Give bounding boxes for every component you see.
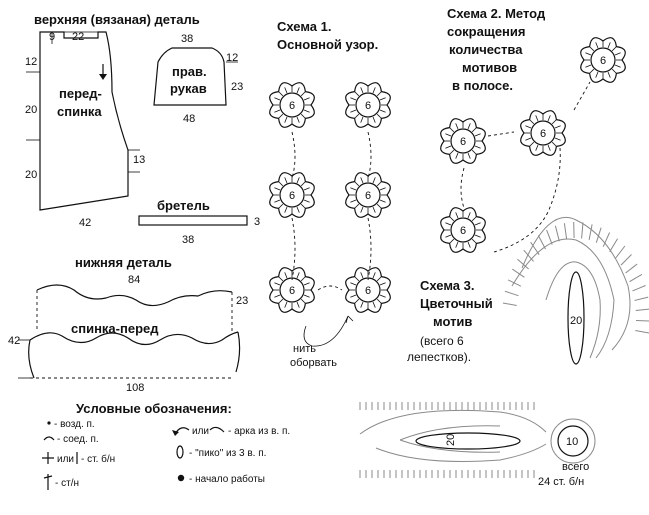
slip-stitch-symbol [43,436,55,441]
svg-text:6: 6 [365,285,371,297]
legend-arc: - арка из в. п. [228,426,290,437]
svg-text:6: 6 [365,190,371,202]
sleeve-pattern: 38 12 23 48 прав. рукав [153,33,243,125]
front-back-label-2: спинка [57,104,102,119]
strap-pattern: бретель 3 38 [138,198,260,246]
sleeve-dim-bottom: 48 [183,113,195,125]
scheme1-connections [291,131,372,347]
scheme3-note-1: (всего 6 [420,334,464,348]
scheme3-total-2: 24 ст. б/н [538,476,584,488]
strap-label: бретель [157,198,210,213]
dim-top-left: 9 [49,31,55,43]
picot-symbol [176,445,184,459]
svg-text:6: 6 [289,100,295,112]
flower-motif-diagram: 20 20 10 всего 24 ст. б/н [359,216,649,488]
svg-text:6: 6 [460,225,466,237]
strap-dim-bottom: 38 [182,234,194,246]
sleeve-dim-right-top: 12 [226,52,238,64]
scheme3-total-1: всего [562,461,589,473]
svg-text:6: 6 [365,100,371,112]
svg-text:6: 6 [460,136,466,148]
scheme2-title-5: в полосе. [452,78,513,93]
scheme3-note-2: лепестков). [407,350,471,364]
scheme2-title-3: количества [449,42,523,57]
scheme2-motif: 6 [440,118,486,164]
sleeve-label-1: прав. [172,64,207,79]
bottom-dim-top: 84 [128,274,140,286]
vertical-petal [567,271,585,365]
scheme3-title-3: мотив [433,314,472,329]
legend-picot: - "пико" из 3 в. п. [189,448,266,459]
cut-thread-arrow [303,315,354,347]
chain-stitch-symbol [47,421,51,425]
center-count: 10 [566,436,578,448]
scheme2-connections [460,81,591,253]
bottom-dim-left: 42 [8,335,20,347]
scheme2-title-2: сокращения [447,24,525,39]
scheme1-cut-note-1: нить [293,343,316,355]
scheme3-title-1: Схема 3. [420,278,474,293]
scheme2-motif: 6 [580,37,626,83]
start-symbol [177,474,185,482]
scheme1-motif: 6 [345,82,391,128]
legend-start: - начало работы [189,473,265,485]
scheme2-motifs: 6 6 6 6 [440,37,626,253]
flower-center-ring [557,425,589,457]
bottom-dim-right: 23 [236,295,248,307]
scheme2-motif: 6 [520,110,566,156]
front-back-label-1: перед- [59,86,102,101]
horizontal-petal [415,432,521,450]
legend-title: Условные обозначения: [76,401,232,416]
top-part-title: верхняя (вязаная) деталь [34,12,200,27]
scheme1-title-2: Основной узор. [277,37,378,52]
strap-dim-right: 3 [254,216,260,228]
bottom-part-title: нижняя деталь [75,255,172,270]
dim-left-top: 12 [25,56,37,68]
bottom-dim-bottom: 108 [126,382,144,394]
legend-sc: - ст. б/н [81,453,115,465]
legend-chain: - возд. п. [54,419,95,430]
single-crochet-plus-symbol [42,452,54,464]
sleeve-dim-top: 38 [181,33,193,45]
scheme2-title-4: мотивов [462,60,517,75]
scheme1-motif: 6 [345,172,391,218]
bottom-part-label: спинка-перед [71,321,159,336]
dim-bottom: 42 [79,217,91,229]
dim-left-mid: 20 [25,104,37,116]
dim-top: 22 [72,31,84,43]
svg-text:6: 6 [600,55,606,67]
legend-sc-or: или [57,454,74,465]
dim-left-low: 20 [25,169,37,181]
legend-dc: - ст/н [55,478,79,489]
arc-symbol-b [209,426,225,433]
front-back-pattern: 9 22 12 20 20 13 42 перед- спинка [25,31,145,229]
sleeve-dim-right-mid: 23 [231,81,243,93]
legend: Условные обозначения: - возд. п. - соед.… [42,401,290,490]
scheme1-cut-note-2: оборвать [290,357,337,369]
scheme1-motif-grid: 6 6 6 6 6 6 [269,82,391,313]
scheme1-title-1: Схема 1. [277,19,331,34]
svg-text:6: 6 [289,285,295,297]
sleeve-label-2: рукав [170,81,207,96]
legend-slip: - соед. п. [57,434,99,445]
svg-text:6: 6 [289,190,295,202]
scheme1-motif: 6 [269,82,315,128]
scheme1-motif: 6 [269,267,315,313]
scheme3-title-2: Цветочный [420,296,493,311]
bottom-part-pattern: нижняя деталь 84 42 23 108 спинка-перед [8,255,248,394]
scheme2-motif: 6 [440,207,486,253]
scheme2-title-1: Схема 2. Метод [447,6,546,21]
petal-count-horizontal: 20 [445,434,457,446]
legend-arc-or: или [192,426,209,437]
double-crochet-symbol [43,474,53,490]
dim-right: 13 [133,154,145,166]
svg-text:6: 6 [540,128,546,140]
scheme1-motif: 6 [269,172,315,218]
scheme1-motif: 6 [345,267,391,313]
petal-count-vertical: 20 [570,315,582,327]
